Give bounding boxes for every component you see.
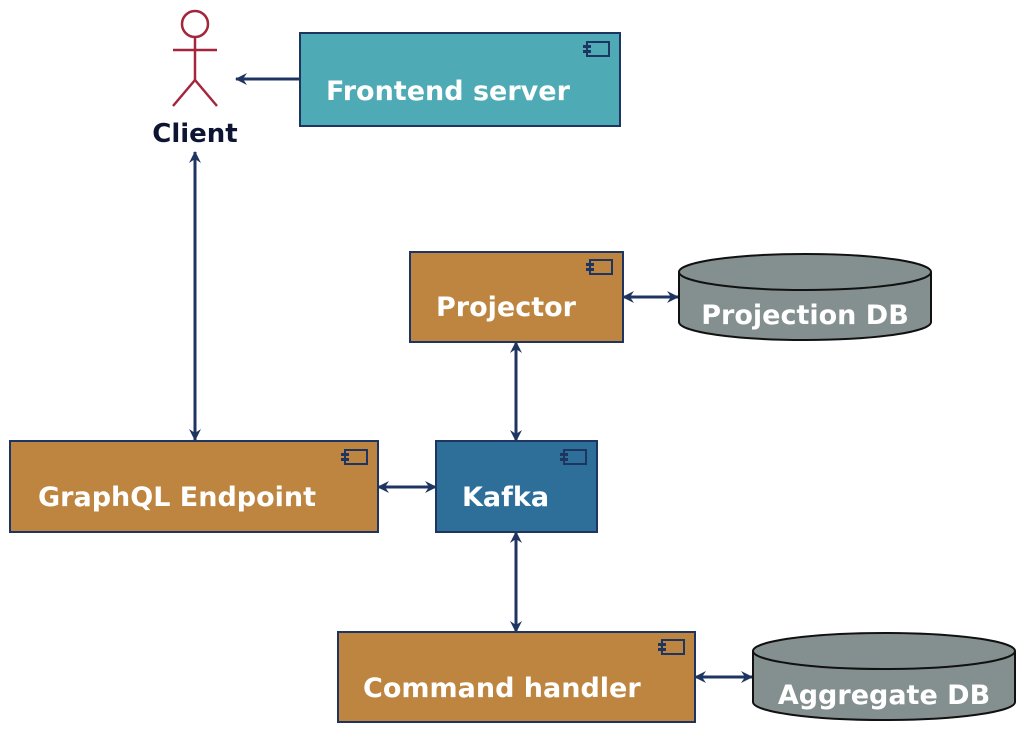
component-label: Command handler: [363, 673, 641, 704]
component-graphql-endpoint[interactable]: GraphQL Endpoint: [9, 440, 379, 533]
component-label: GraphQL Endpoint: [38, 482, 316, 513]
component-frontend-server[interactable]: Frontend server: [299, 32, 621, 127]
component-label: Frontend server: [326, 76, 571, 107]
actor-label: Client: [152, 119, 237, 149]
actor-client[interactable]: Client: [152, 9, 238, 149]
component-label: Projector: [436, 292, 577, 323]
component-label: Kafka: [462, 482, 549, 513]
actor-icon: [172, 9, 218, 107]
database-projection-db[interactable]: Projection DB: [678, 253, 932, 341]
database-label: Projection DB: [701, 300, 909, 331]
component-command-handler[interactable]: Command handler: [337, 631, 696, 723]
edges: [189, 73, 753, 683]
database-aggregate-db[interactable]: Aggregate DB: [752, 632, 1016, 721]
component-projector[interactable]: Projector: [409, 251, 624, 343]
component-kafka[interactable]: Kafka: [435, 440, 598, 533]
database-label: Aggregate DB: [778, 680, 990, 711]
